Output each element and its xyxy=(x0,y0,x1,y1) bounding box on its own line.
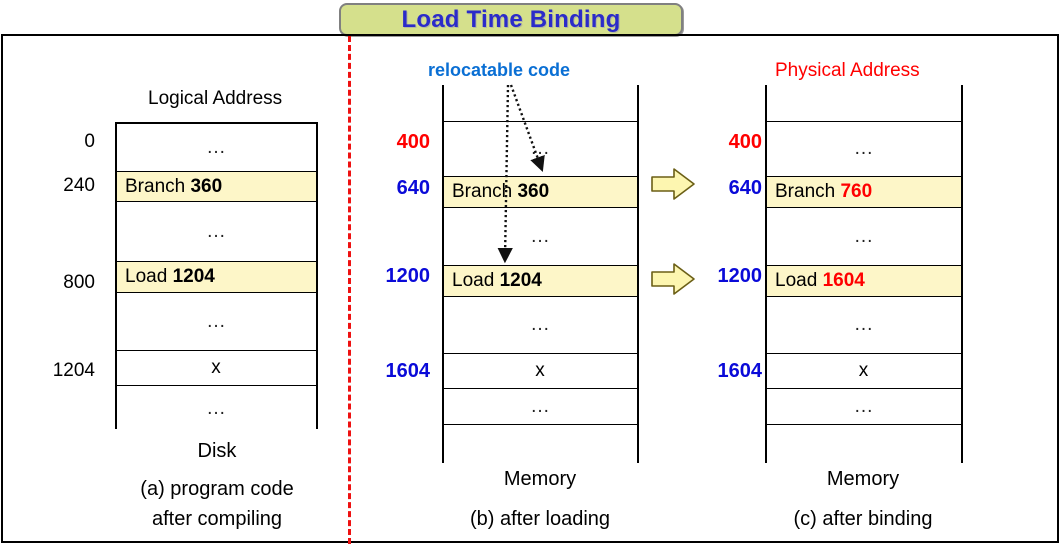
loading-address-1604: 1604 xyxy=(385,360,431,382)
table-row: x xyxy=(444,354,637,389)
binding-caption-line-1: (c) after binding xyxy=(793,508,933,530)
binding-row-4-label: Load xyxy=(775,270,818,291)
binding-row-2-operand: 760 xyxy=(840,181,873,202)
loading-address-1200: 1200 xyxy=(385,265,431,287)
relocatable-code-header-label: relocatable code xyxy=(428,60,571,80)
loading-row-4-label: Load xyxy=(452,270,495,291)
disk-caption-line-1: (a) program code xyxy=(140,478,294,500)
loading-row-2-label: Branch xyxy=(452,181,513,202)
table-row: ... xyxy=(767,208,961,266)
binding-row-2-instruction: Branch 760 xyxy=(767,181,872,203)
table-row: ... xyxy=(117,386,316,431)
disk-row-1-operand: 360 xyxy=(190,175,223,197)
table-row: Branch 360 xyxy=(117,172,316,202)
loading-address-640: 640 xyxy=(396,177,430,199)
loading-row-5-dots: ... xyxy=(531,314,550,335)
disk-row-1-label: Branch xyxy=(125,175,186,197)
disk-header-label: Logical Address xyxy=(148,88,283,109)
binding-row-1-dots: ... xyxy=(854,138,874,159)
table-row: Load 1204 xyxy=(117,262,316,293)
loading-table-tail xyxy=(442,425,639,463)
binding-medium-label: Memory xyxy=(826,468,900,490)
binding-row-3-dots: ... xyxy=(854,225,874,247)
table-row: ... xyxy=(767,297,961,354)
table-row: ... xyxy=(444,208,637,266)
disk-row-3-label: Load xyxy=(125,266,168,287)
disk-memory-table: ... Branch 360 ... Load 1204 ... x ... xyxy=(115,122,318,431)
loading-row-1-dots: ... xyxy=(531,138,550,159)
table-row: ... xyxy=(444,297,637,354)
slide-title: Load Time Binding xyxy=(401,5,621,33)
loading-memory-table: ... Branch 360 ... Load 1204 ... x ... xyxy=(442,85,639,425)
table-row: ... xyxy=(767,122,961,177)
table-row: Load 1204 xyxy=(444,266,637,297)
panel-divider xyxy=(348,36,351,544)
binding-row-5-dots: ... xyxy=(854,314,874,335)
binding-row-7-dots: ... xyxy=(854,395,874,417)
table-row: ... xyxy=(117,124,316,172)
load-transfer-arrow xyxy=(651,263,695,295)
table-row xyxy=(767,85,961,122)
table-row: Branch 760 xyxy=(767,177,961,208)
loading-row-2-instruction: Branch 360 xyxy=(444,181,549,203)
content-frame xyxy=(1,34,1059,543)
physical-address-header-label: Physical Address xyxy=(775,60,920,81)
disk-row-6-dots: ... xyxy=(207,397,226,419)
disk-address-1204: 1204 xyxy=(52,360,95,381)
table-row: Branch 360 xyxy=(444,177,637,208)
binding-row-4-instruction: Load 1604 xyxy=(767,270,865,292)
disk-address-0: 0 xyxy=(84,131,95,152)
slide-title-banner: Load Time Binding xyxy=(339,3,683,36)
disk-row-2-dots: ... xyxy=(207,220,226,242)
disk-address-240: 240 xyxy=(63,175,95,196)
loading-medium-label: Memory xyxy=(503,468,577,490)
loading-row-4-instruction: Load 1204 xyxy=(444,270,542,292)
loading-row-2-operand: 360 xyxy=(517,181,550,202)
disk-medium-label: Disk xyxy=(197,440,237,462)
table-row: ... xyxy=(117,202,316,262)
table-row: ... xyxy=(444,389,637,425)
table-row: x xyxy=(117,351,316,386)
disk-address-800: 800 xyxy=(63,272,95,293)
binding-address-640: 640 xyxy=(728,177,762,199)
disk-row-3-instruction: Load 1204 xyxy=(117,266,215,288)
table-row: Load 1604 xyxy=(767,266,961,297)
binding-table-tail xyxy=(765,425,963,463)
branch-transfer-arrow xyxy=(651,168,695,200)
binding-row-2-label: Branch xyxy=(775,181,836,202)
binding-address-400: 400 xyxy=(728,131,762,153)
binding-address-1200: 1200 xyxy=(717,265,763,287)
loading-row-6-value: x xyxy=(535,360,546,381)
table-row: ... xyxy=(444,122,637,177)
table-row: ... xyxy=(117,293,316,351)
loading-row-3-dots: ... xyxy=(531,225,550,247)
loading-address-400: 400 xyxy=(396,131,430,153)
loading-row-4-operand: 1204 xyxy=(499,270,542,291)
table-row xyxy=(444,85,637,122)
disk-row-4-dots: ... xyxy=(207,310,226,332)
disk-row-1-instruction: Branch 360 xyxy=(117,176,222,198)
binding-row-4-operand: 1604 xyxy=(822,270,865,291)
loading-row-7-dots: ... xyxy=(531,395,550,417)
disk-row-0-dots: ... xyxy=(207,136,226,158)
table-row: ... xyxy=(767,389,961,425)
binding-memory-table: ... Branch 760 ... Load 1604 ... x ... xyxy=(765,85,963,425)
disk-row-5-value: x xyxy=(211,357,222,378)
loading-caption-line-1: (b) after loading xyxy=(469,508,611,530)
disk-caption-line-2: after compiling xyxy=(151,508,283,530)
table-row: x xyxy=(767,354,961,389)
binding-address-1604: 1604 xyxy=(717,360,763,382)
disk-row-3-operand: 1204 xyxy=(172,266,215,287)
binding-row-6-value: x xyxy=(858,360,870,381)
